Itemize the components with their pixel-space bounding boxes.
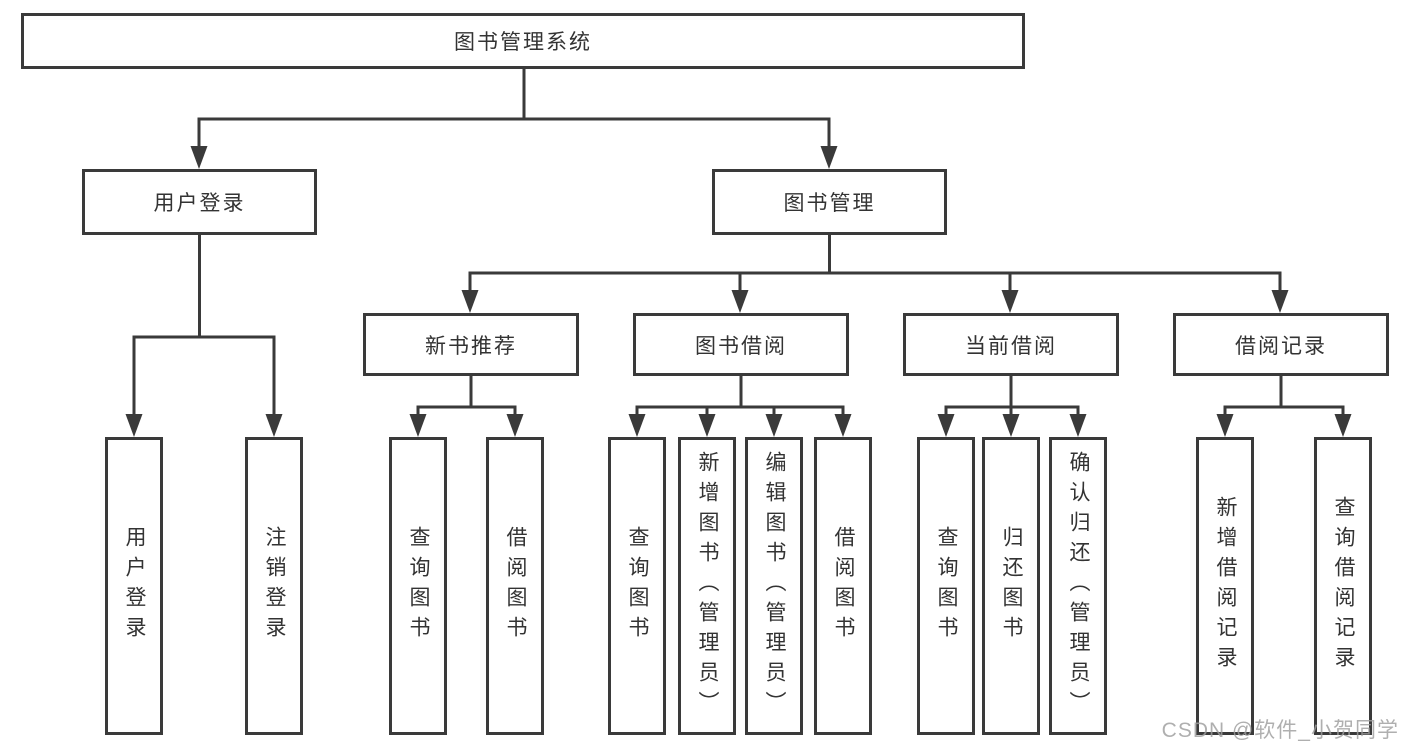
leaf-label: 确认归还（管理员） — [1067, 451, 1091, 721]
leaf-logout: 注销登录 — [245, 437, 303, 735]
leaf-add-book-admin: 新增图书（管理员） — [678, 437, 736, 735]
csdn-watermark: CSDN @软件_小贺同学 — [1161, 719, 1399, 742]
leaf-label: 查询图书 — [935, 526, 959, 646]
node-label: 借阅记录 — [1235, 334, 1327, 358]
leaf-label: 注销登录 — [263, 526, 287, 646]
node-label: 新书推荐 — [425, 334, 517, 358]
leaf-label: 查询图书 — [626, 526, 650, 646]
node-label: 图书管理 — [783, 192, 876, 215]
node-book-borrow: 图书借阅 — [633, 313, 849, 376]
leaf-label: 新增图书（管理员） — [696, 451, 720, 721]
leaf-query-book-recommend: 查询图书 — [389, 437, 447, 735]
node-current-borrow: 当前借阅 — [903, 313, 1119, 376]
leaf-label: 查询借阅记录 — [1332, 496, 1356, 676]
leaf-label: 编辑图书（管理员） — [763, 451, 787, 721]
node-user-login: 用户登录 — [82, 169, 317, 235]
leaf-borrow-book-recommend: 借阅图书 — [486, 437, 544, 735]
node-new-book-recommend: 新书推荐 — [363, 313, 579, 376]
leaf-label: 新增借阅记录 — [1214, 496, 1238, 676]
leaf-add-borrow-record: 新增借阅记录 — [1196, 437, 1254, 735]
leaf-user-login: 用户登录 — [105, 437, 163, 735]
node-label: 图书管理系统 — [454, 31, 592, 54]
leaf-return-book: 归还图书 — [982, 437, 1040, 735]
node-label: 用户登录 — [153, 192, 246, 215]
node-borrow-record: 借阅记录 — [1173, 313, 1389, 376]
leaf-query-book-current: 查询图书 — [917, 437, 975, 735]
leaf-label: 归还图书 — [1000, 526, 1024, 646]
leaf-borrow-book: 借阅图书 — [814, 437, 872, 735]
leaf-label: 借阅图书 — [832, 526, 856, 646]
leaf-label: 借阅图书 — [504, 526, 528, 646]
leaf-query-book-borrow: 查询图书 — [608, 437, 666, 735]
node-label: 图书借阅 — [695, 334, 787, 358]
leaf-query-borrow-record: 查询借阅记录 — [1314, 437, 1372, 735]
leaf-confirm-return-admin: 确认归还（管理员） — [1049, 437, 1107, 735]
node-label: 当前借阅 — [965, 334, 1057, 358]
node-root-system: 图书管理系统 — [21, 13, 1025, 69]
leaf-label: 查询图书 — [407, 526, 431, 646]
leaf-edit-book-admin: 编辑图书（管理员） — [745, 437, 803, 735]
node-book-management: 图书管理 — [712, 169, 947, 235]
leaf-label: 用户登录 — [123, 526, 147, 646]
